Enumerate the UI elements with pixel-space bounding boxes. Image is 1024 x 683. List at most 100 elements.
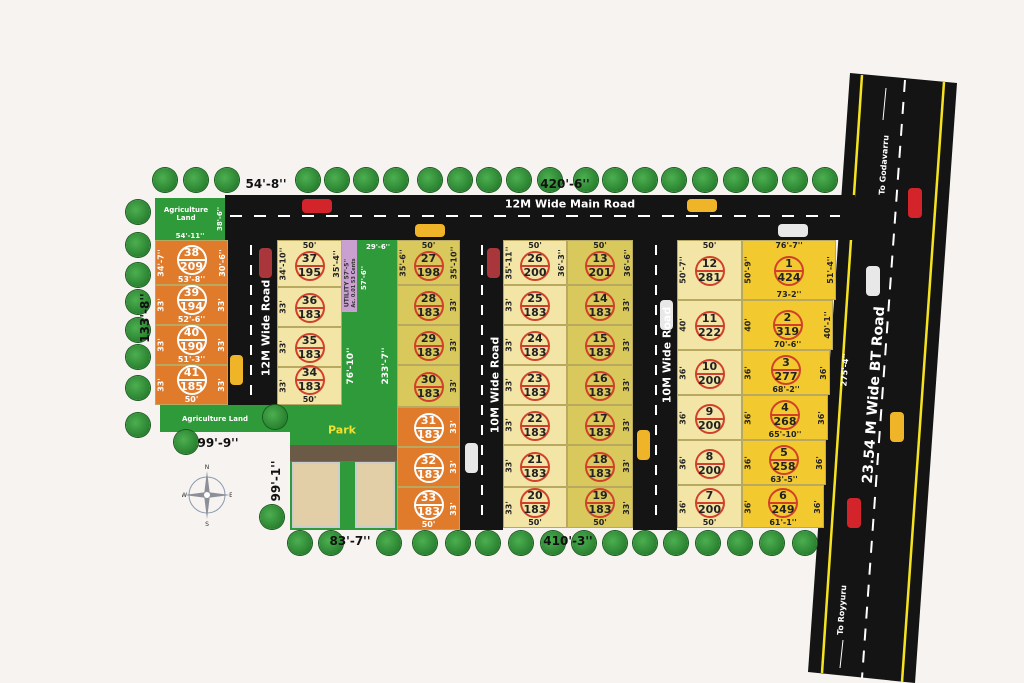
tree-icon: [354, 168, 378, 192]
plot-area: 183: [588, 346, 612, 359]
plot-dim-top: 50': [593, 241, 607, 250]
car-icon: [487, 248, 500, 278]
plot-number: 2: [783, 311, 792, 324]
plot-dim-bottom: 53'-8'': [177, 275, 206, 284]
plot-dim-left: 50'-9'': [743, 256, 753, 284]
plot-dim-bottom: 50': [184, 395, 199, 404]
car-icon: [866, 266, 880, 296]
plot-dim-bottom: 51'-3'': [177, 355, 206, 364]
plot-area: 268: [773, 415, 797, 428]
plot-dim-left: 35'-11'': [504, 246, 514, 279]
tree-icon: [793, 531, 817, 555]
car-icon: [230, 355, 243, 385]
plot-dim-left: 33': [278, 340, 288, 354]
car-icon: [465, 443, 478, 473]
plot-dim-left: 33': [156, 378, 166, 392]
right-road-dashes: [655, 245, 657, 525]
plot-dim-left: 33': [504, 459, 514, 473]
plot-number: 18: [592, 453, 608, 466]
tree-icon: [728, 531, 752, 555]
plot-dim-right: 36': [813, 499, 823, 514]
plot-area: 183: [298, 348, 321, 361]
plot-number: 25: [527, 292, 543, 305]
tree-icon: [126, 200, 150, 224]
plot-number: 37: [301, 252, 318, 265]
tree-icon: [813, 168, 837, 192]
agriculture-land-top-label: Agriculture Land: [163, 206, 209, 222]
agriculture-land-bottom-label: Agriculture Land: [182, 415, 248, 423]
plot-dim-right: 51'-4'': [825, 256, 835, 284]
plot-dim-left: 33': [278, 379, 288, 393]
car-icon: [302, 199, 332, 213]
plot-number: 27: [420, 252, 437, 265]
tree-icon: [288, 531, 312, 555]
plot-dim-left: 33': [278, 300, 288, 314]
tree-icon: [126, 413, 150, 437]
plot-number: 3: [782, 356, 790, 369]
tree-icon: [507, 168, 531, 192]
plot-area: 183: [417, 468, 440, 481]
compass-icon: N S E W: [181, 463, 233, 528]
plot-number: 41: [183, 366, 200, 379]
car-icon: [660, 300, 673, 330]
plot-dim-right: 33': [449, 379, 459, 393]
plot-dim-left: 50'-7'': [678, 256, 688, 284]
plot-dim-left: 33': [504, 418, 514, 432]
plot-area: 424: [777, 271, 801, 284]
tree-icon: [377, 531, 401, 555]
plot-number: 20: [527, 489, 543, 502]
plot-area: 183: [298, 380, 321, 393]
